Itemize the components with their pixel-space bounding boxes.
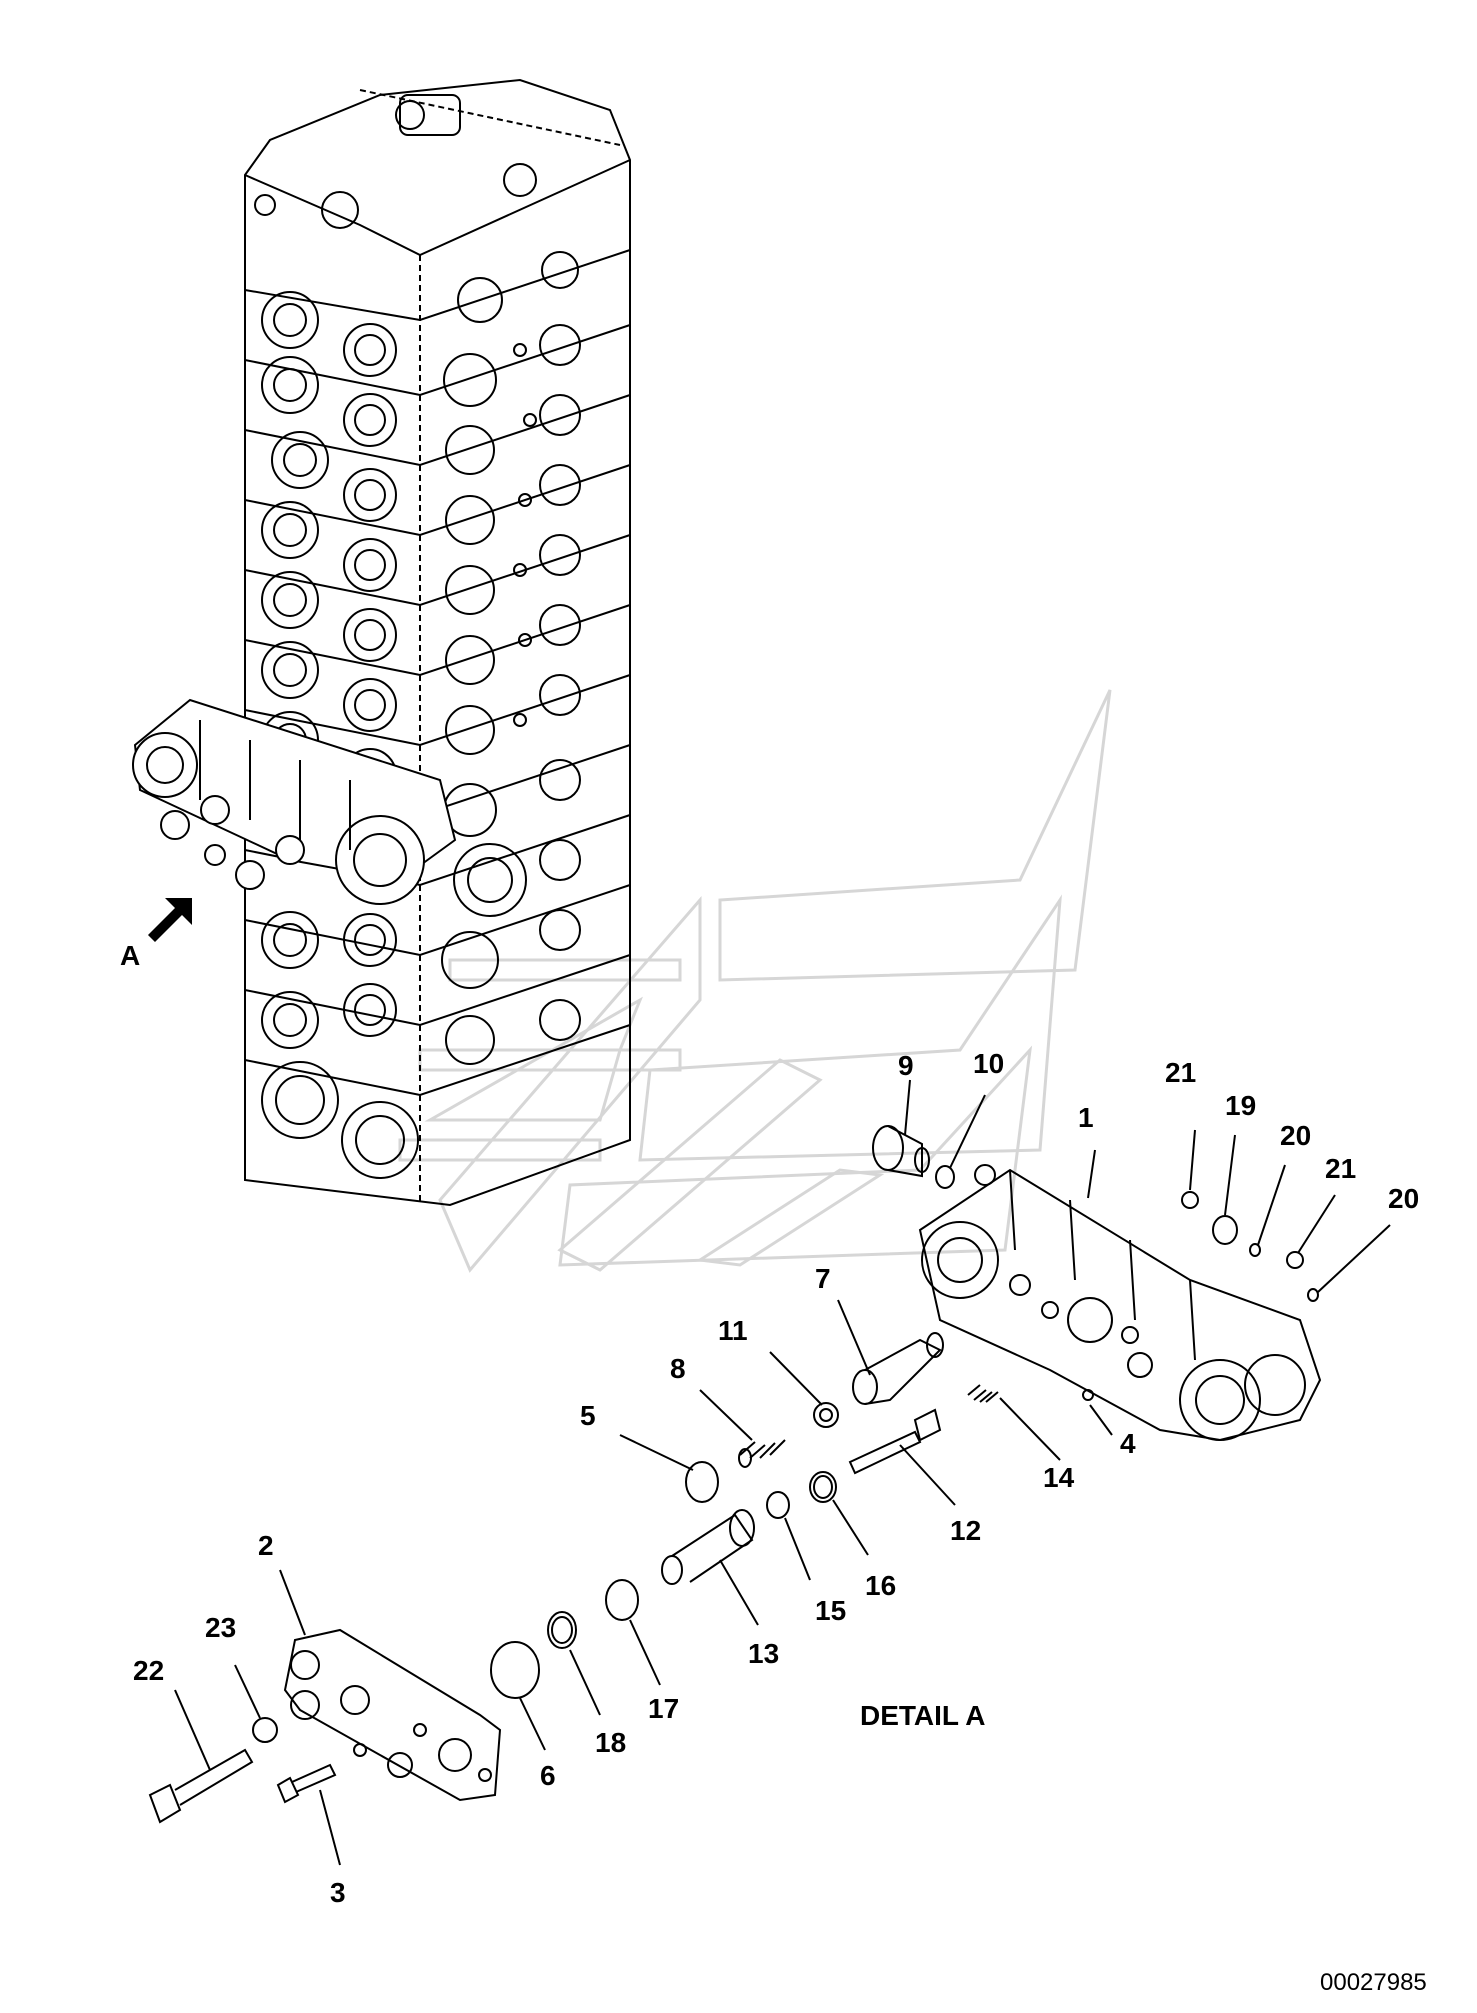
part-23-washer [252, 1717, 278, 1743]
callout-17: 17 [648, 1693, 679, 1724]
callout-21-b: 21 [1325, 1153, 1356, 1184]
part-10-o-ring [935, 1165, 955, 1189]
part-7-spool [852, 1332, 944, 1405]
callout-18: 18 [595, 1727, 626, 1758]
part-18-ring [547, 1611, 577, 1649]
callout-12: 12 [950, 1515, 981, 1546]
part-21-o-ring-a [1181, 1191, 1199, 1209]
callout-4: 4 [1120, 1428, 1136, 1459]
callout-7: 7 [815, 1263, 831, 1294]
callout-15: 15 [815, 1595, 846, 1626]
callout-8: 8 [670, 1353, 686, 1384]
callout-16: 16 [865, 1570, 896, 1601]
callout-20-a: 20 [1280, 1120, 1311, 1151]
callout-2: 2 [258, 1530, 274, 1561]
part-11-nut [813, 1402, 839, 1428]
callout-5: 5 [580, 1400, 596, 1431]
part-21-o-ring-b [1286, 1251, 1304, 1269]
view-arrow-icon: A [120, 898, 192, 971]
part-4-ball [1082, 1389, 1094, 1401]
part-20-o-ring-a [1249, 1243, 1261, 1257]
part-3-bolt [276, 1763, 337, 1804]
part-19-plug [1212, 1215, 1238, 1245]
part-22-bolt [148, 1748, 254, 1824]
callout-3: 3 [330, 1877, 346, 1908]
callout-20-b: 20 [1388, 1183, 1419, 1214]
callout-19: 19 [1225, 1090, 1256, 1121]
drawing-number: 00027985 [1320, 1969, 1427, 1996]
callout-13: 13 [748, 1638, 779, 1669]
part-1-valve-body [918, 1164, 1322, 1442]
callout-23: 23 [205, 1612, 236, 1643]
callout-10: 10 [973, 1048, 1004, 1079]
part-20-o-ring-b [1307, 1288, 1319, 1302]
part-14-spring [967, 1384, 999, 1403]
callout-11: 11 [718, 1315, 748, 1346]
part-6-seal [490, 1641, 540, 1699]
control-valve-stack [244, 78, 631, 1207]
part-8-spring [738, 1439, 786, 1468]
callout-22: 22 [133, 1655, 164, 1686]
part-12-bolt [848, 1408, 942, 1475]
callout-21-a: 21 [1165, 1057, 1196, 1088]
part-17-o-ring [605, 1579, 639, 1621]
callout-14: 14 [1043, 1462, 1075, 1493]
part-2-cover [283, 1628, 502, 1802]
part-13-valve [661, 1509, 755, 1585]
leader-lines [174, 1079, 1391, 1866]
attached-valve-block [132, 698, 457, 905]
callout-6: 6 [540, 1760, 556, 1791]
detail-a-title: DETAIL A [860, 1700, 985, 1731]
callout-9: 9 [898, 1050, 914, 1081]
watermark-logo [398, 689, 1112, 1273]
callout-1: 1 [1078, 1102, 1094, 1133]
part-15-o-ring [766, 1491, 790, 1519]
part-16-ring [809, 1471, 837, 1503]
part-5-plate [685, 1461, 719, 1503]
view-label-a: A [120, 940, 140, 971]
